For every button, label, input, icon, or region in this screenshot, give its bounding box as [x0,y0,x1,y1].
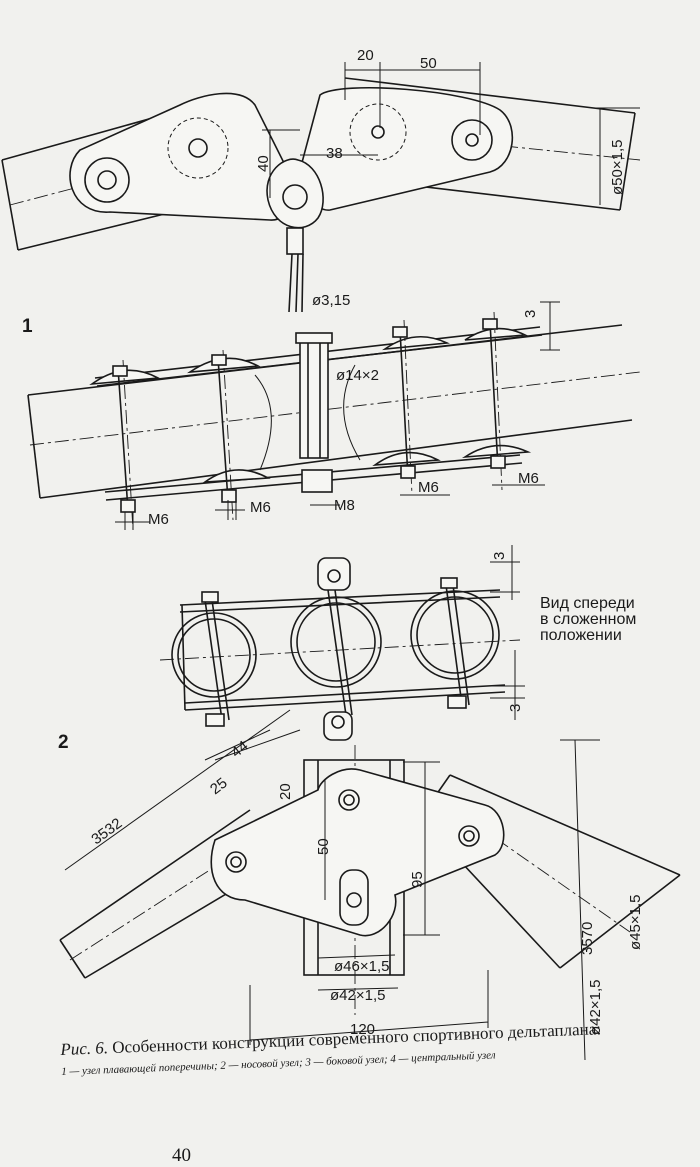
dim-3-front-top: 3 [491,552,508,560]
dim-tube-42: ø42×1,5 [330,987,385,1004]
dim-m8: M8 [334,497,355,514]
dim-50-top: 50 [420,55,437,72]
label-node-2: 2 [58,732,69,753]
front-view-note-line-1: Вид спереди [540,595,635,612]
dim-tube-46: ø46×1,5 [334,958,389,975]
label-node-1: 1 [22,316,33,337]
dim-3-front-bottom: 3 [507,704,524,712]
dim-20-nose: 20 [277,783,294,800]
dim-3-top: 3 [522,310,539,318]
dim-25: 25 [207,774,231,798]
nose-node-drawing [59,709,681,1061]
dim-m6-a: M6 [148,511,169,528]
dim-3570: 3570 [579,922,596,955]
dim-44: 44 [228,737,252,761]
dim-40: 40 [255,155,272,172]
crossbar-tube-drawing [27,301,641,531]
dim-95: 95 [409,871,426,888]
front-view-drawing [159,545,525,741]
front-view-note-line-2: в сложенном [540,611,637,628]
dim-cable: ø3,15 [312,292,350,309]
dim-120: 120 [350,1021,375,1038]
dim-m6-c: M6 [418,479,439,496]
dim-tube-45: ø45×1,5 [627,895,644,950]
caption-label: Рис. 6. [60,1038,109,1059]
dim-20-top: 20 [357,47,374,64]
dim-38: 38 [326,145,343,162]
dim-tube-42-side: ø42×1,5 [587,980,604,1035]
dim-m6-b: M6 [250,499,271,516]
dim-tube-top: ø50×1,5 [609,140,626,195]
dim-pipe-14: ø14×2 [336,367,379,384]
dim-m6-d: M6 [518,470,539,487]
dim-50-nose: 50 [315,838,332,855]
page-number: 40 [172,1145,191,1166]
dim-3532: 3532 [88,815,125,848]
crossbar-node-drawing [1,62,641,313]
front-view-note-line-3: положении [540,627,622,644]
front-view-note: Вид спереди в сложенном положении [540,596,670,644]
